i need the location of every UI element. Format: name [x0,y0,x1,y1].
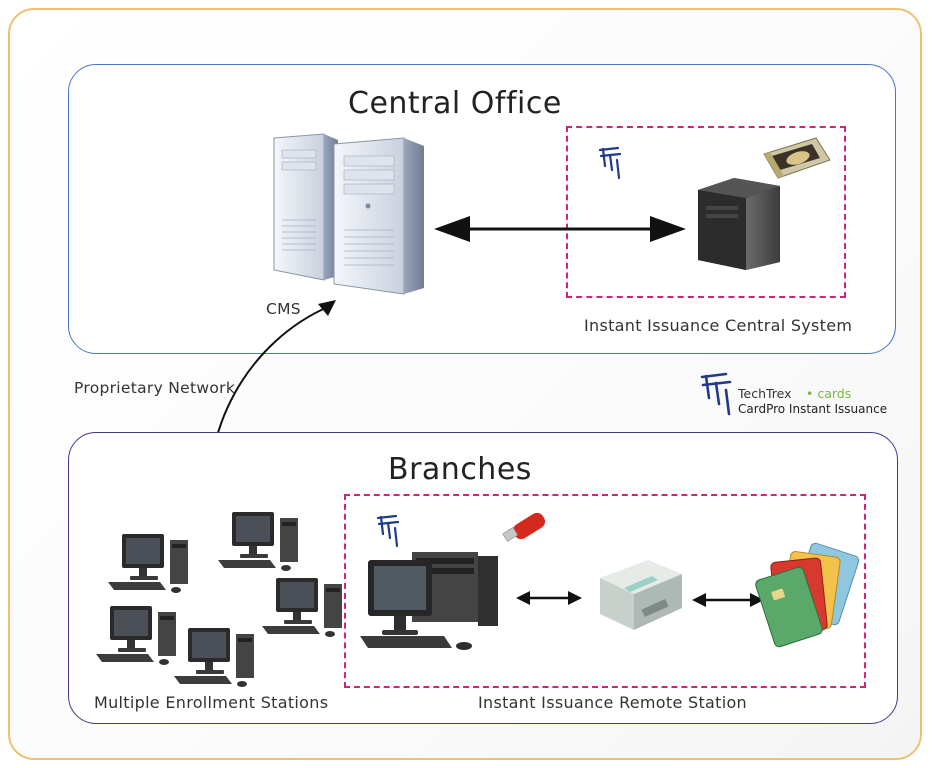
cms-label: CMS [266,300,301,318]
central-office-title: Central Office [348,86,562,121]
branches-title: Branches [388,452,532,487]
remote-pc-icon [360,552,498,650]
card-encoder-icon [763,137,831,179]
techtrex-logo-icon [598,146,622,180]
card-printer-icon [600,560,682,630]
brand-product: CardPro Instant Issuance [738,402,888,416]
enrollment-station-3 [262,578,342,637]
printer-to-cards-arrow [692,593,764,607]
network-label: Proprietary Network [74,379,236,397]
central-system-label: Instant Issuance Central System [584,316,853,335]
enrollment-station-4 [96,606,176,665]
techtrex-brand-logo-icon [700,372,732,416]
remote-station-label: Instant Issuance Remote Station [478,693,747,712]
remote-techtrex-logo-icon [376,514,400,548]
enrollment-label: Multiple Enrollment Stations [94,693,329,712]
remote-station-box [344,494,866,688]
usb-key-icon [502,512,546,542]
pc-to-printer-arrow [516,591,582,605]
brand-name: TechTrex [738,386,792,401]
cards-icon [755,542,860,648]
brand-tag: • cards [806,386,852,401]
central-pc-icon [698,178,780,270]
cms-to-central-arrow [434,216,686,242]
enrollment-station-2 [218,512,298,571]
server-icon [273,133,424,295]
enrollment-station-1 [108,534,188,593]
enrollment-station-5 [174,628,254,687]
central-system-box [566,126,846,298]
